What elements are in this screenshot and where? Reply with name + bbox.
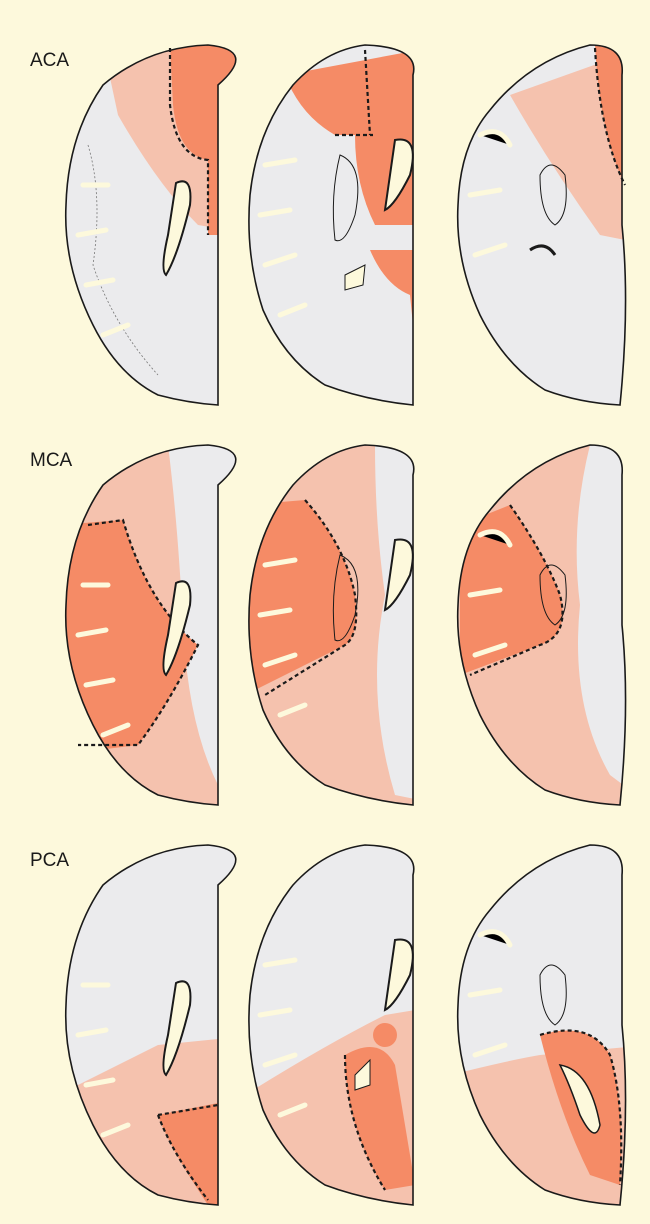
aca-row <box>66 45 650 405</box>
aca-section-3 <box>458 45 650 405</box>
mca-section-1 <box>58 445 258 805</box>
pca-row <box>58 845 650 1205</box>
row-label-mca: MCA <box>30 450 72 472</box>
row-label-aca: ACA <box>30 50 69 72</box>
mca-row <box>58 445 650 805</box>
row-label-pca: PCA <box>30 850 69 872</box>
pca-section-2 <box>245 845 445 1205</box>
mca-section-3 <box>458 445 650 805</box>
pca-section-3 <box>450 845 650 1205</box>
aca-section-1 <box>66 45 258 405</box>
mca-section-2 <box>245 445 445 805</box>
pca-section-1 <box>58 845 258 1205</box>
aca-section-2 <box>249 45 445 405</box>
